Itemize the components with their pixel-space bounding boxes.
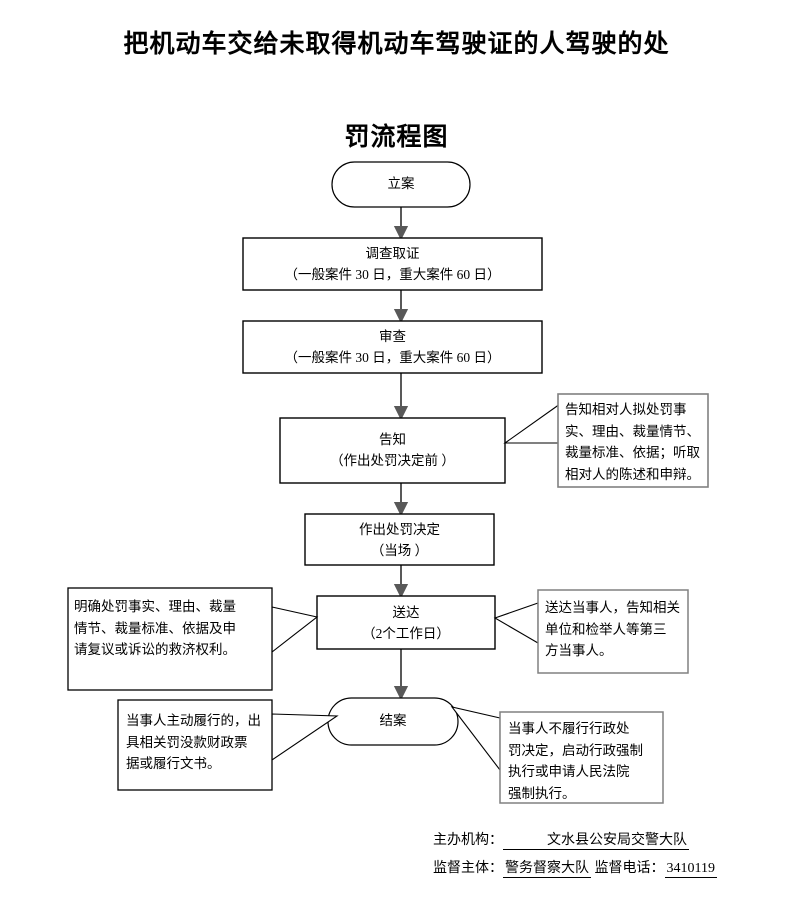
node-review-shape[interactable] xyxy=(242,320,543,374)
annotation-close-note-right-line-2: 罚决定，启动行政强制 xyxy=(508,742,643,758)
node-notify-label: 告知 （作出处罚决定前 ） xyxy=(280,429,505,471)
annotation-close-note-left-box[interactable] xyxy=(117,699,273,791)
node-start-label: 立案 xyxy=(332,173,470,194)
arrowhead-notify xyxy=(393,406,409,421)
annotation-notify-note-line-1: 告知相对人拟处罚事 xyxy=(565,402,687,417)
flow-connectors xyxy=(393,207,409,701)
annotation-serve-note-right-box[interactable] xyxy=(537,589,689,674)
annotation-serve-note-right-line-3: 方当事人。 xyxy=(545,643,613,658)
node-review-line2: （一般案件 30 日，重大案件 60 日） xyxy=(284,350,501,365)
node-review-label: 审查 （一般案件 30 日，重大案件 60 日） xyxy=(243,326,542,368)
annotation-serve-note-right-line-2: 单位和检举人等第三 xyxy=(545,621,667,637)
footer-supervisor-value: 警务督察大队 xyxy=(503,861,591,878)
node-investigate-line1: 调查取证 xyxy=(365,246,420,261)
annotation-close-note-right-line-4: 强制执行。 xyxy=(508,785,576,801)
node-review-line1: 审查 xyxy=(379,329,406,344)
footer-organizer-label: 主办机构： xyxy=(433,833,503,848)
page-title-line-1: 把机动车交给未取得机动车驾驶证的人驾驶的处 xyxy=(123,30,670,58)
annotation-serve-note-left-text: 明确处罚事实、理由、裁量 情节、裁量标准、依据及申 请复议或诉讼的救济权利。 xyxy=(74,596,270,661)
node-decision-label: 作出处罚决定 （当场 ） xyxy=(305,519,494,561)
annotation-notify-note-box[interactable] xyxy=(557,393,709,488)
annotation-notify-note-text: 告知相对人拟处罚事 实、理由、裁量情节、 裁量标准、依据；听取 相对人的陈述和申… xyxy=(565,399,705,485)
footer-supervisor-row: 监督主体：警务督察大队 监督电话：3410119 xyxy=(433,857,717,878)
annotation-close-note-left-text: 当事人主动履行的，出 具相关罚没款财政票 据或履行文书。 xyxy=(126,710,272,775)
node-serve-line2: （2个工作日） xyxy=(362,626,450,641)
node-notify-shape[interactable] xyxy=(279,417,506,484)
annotation-serve-note-left-line-1: 明确处罚事实、理由、裁量 xyxy=(74,599,236,614)
callout-tail-close-note-right xyxy=(450,706,501,772)
annotation-serve-note-right-text: 送达当事人，告知相关 单位和检举人等第三 方当事人。 xyxy=(545,597,687,662)
node-close-line1: 结案 xyxy=(379,713,407,728)
annotation-close-note-left-line-2: 具相关罚没款财政票 xyxy=(126,734,248,750)
footer-organizer-row: 主办机构：文水县公安局交警大队 xyxy=(433,829,689,850)
annotation-serve-note-left-line-3: 请复议或诉讼的救济权利。 xyxy=(74,642,236,657)
arrowhead-serve xyxy=(393,584,409,599)
node-investigate-label: 调查取证 （一般案件 30 日，重大案件 60 日） xyxy=(243,243,542,285)
annotation-serve-note-right-line-1: 送达当事人，告知相关 xyxy=(545,600,680,615)
node-notify-line1: 告知 xyxy=(379,432,406,447)
annotation-close-note-right-line-1: 当事人不履行行政处 xyxy=(508,721,630,736)
footer-organizer-value: 文水县公安局交警大队 xyxy=(503,833,689,850)
arrowhead-close xyxy=(393,686,409,701)
node-serve-shape[interactable] xyxy=(316,595,496,650)
node-serve-line1: 送达 xyxy=(392,605,420,620)
node-decision-line1: 作出处罚决定 xyxy=(359,522,440,537)
node-decision-shape[interactable] xyxy=(304,513,495,566)
annotation-notify-note-line-3: 裁量标准、依据；听取 xyxy=(565,445,700,460)
annotation-close-note-left-line-1: 当事人主动履行的，出 xyxy=(126,713,261,728)
arrowhead-decision xyxy=(393,502,409,517)
annotation-serve-note-left-line-2: 情节、裁量标准、依据及申 xyxy=(74,620,236,636)
footer-supervisor-label: 监督主体： xyxy=(433,861,503,876)
callout-tail-notify-note xyxy=(503,402,561,444)
node-notify-line2: （作出处罚决定前 ） xyxy=(330,453,455,468)
node-serve-label: 送达 （2个工作日） xyxy=(317,602,495,644)
callout-tails xyxy=(271,402,561,772)
page-title-line-2: 罚流程图 xyxy=(344,123,449,151)
node-decision-line2: （当场 ） xyxy=(370,543,429,558)
footer-phone-label: 监督电话： xyxy=(594,861,665,876)
callout-tail-serve-note-left xyxy=(271,606,319,654)
callout-tail-serve-note-right xyxy=(493,602,539,644)
annotation-close-note-right-box[interactable] xyxy=(499,711,664,804)
footer-phone-value: 3410119 xyxy=(664,861,717,878)
node-investigate-shape[interactable] xyxy=(242,237,543,291)
annotation-serve-note-left-box[interactable] xyxy=(67,587,273,691)
node-start-line1: 立案 xyxy=(387,176,415,191)
annotation-close-note-right-line-3: 执行或申请人民法院 xyxy=(508,764,630,779)
node-close-label: 结案 xyxy=(328,710,458,731)
arrowhead-review xyxy=(393,309,409,324)
node-investigate-line2: （一般案件 30 日，重大案件 60 日） xyxy=(284,267,501,282)
node-start-shape[interactable] xyxy=(331,161,471,208)
annotation-close-note-right-text: 当事人不履行行政处 罚决定，启动行政强制 执行或申请人民法院 强制执行。 xyxy=(508,718,660,804)
annotation-close-note-left-line-3: 据或履行文书。 xyxy=(126,756,221,771)
annotation-notify-note-line-4: 相对人的陈述和申辩。 xyxy=(565,466,700,482)
arrowhead-investigate xyxy=(393,226,409,241)
annotation-notify-note-line-2: 实、理由、裁量情节、 xyxy=(565,423,700,439)
